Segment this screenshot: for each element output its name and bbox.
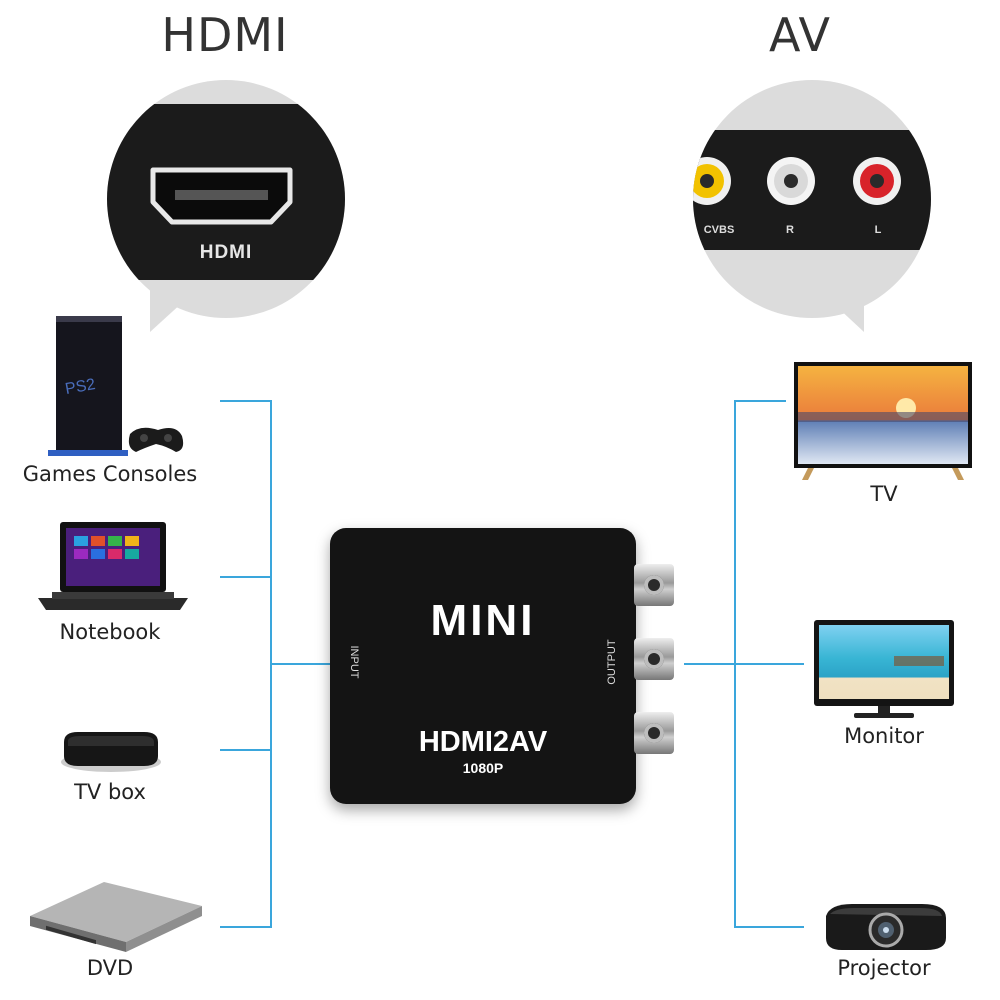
output-line-monitor bbox=[734, 663, 804, 665]
av-port-bubble: CVBS R L bbox=[693, 80, 931, 318]
converter-box: MINI INPUT OUTPUT HDMI2AV 1080P bbox=[330, 528, 636, 804]
output-line-projector bbox=[734, 926, 804, 928]
input-label-dvd: DVD bbox=[86, 956, 134, 980]
converter-rca-top bbox=[634, 564, 674, 606]
hdmi-port-icon bbox=[149, 166, 294, 231]
hdmi-port-label: HDMI bbox=[199, 242, 253, 263]
dvd-player-icon bbox=[26, 876, 206, 957]
input-label-tv-box: TV box bbox=[74, 780, 146, 804]
hdmi-port-bubble: HDMI bbox=[107, 80, 345, 318]
output-label-projector: Projector bbox=[837, 956, 931, 980]
rca-white-icon bbox=[765, 155, 817, 212]
input-label-games-consoles: Games Consoles bbox=[22, 462, 198, 486]
converter-model: HDMI2AV bbox=[418, 726, 548, 758]
converter-rca-bottom bbox=[634, 712, 674, 754]
converter-resolution: 1080P bbox=[462, 760, 504, 776]
av-port-label-cvbs: CVBS bbox=[703, 224, 735, 236]
converter-input-label: INPUT bbox=[348, 645, 360, 679]
input-line-converter bbox=[270, 663, 330, 665]
output-line-converter bbox=[684, 663, 736, 665]
laptop-icon bbox=[38, 520, 188, 617]
input-label-notebook: Notebook bbox=[59, 620, 161, 644]
converter-rca-middle bbox=[634, 638, 674, 680]
input-line-notebook bbox=[220, 576, 272, 578]
hdmi-heading: HDMI bbox=[161, 8, 289, 62]
input-line-dvd bbox=[220, 926, 272, 928]
input-line-tv-box bbox=[220, 749, 272, 751]
output-label-tv: TV bbox=[870, 482, 898, 506]
tv-box-icon bbox=[58, 728, 164, 779]
rca-red-icon bbox=[851, 155, 903, 212]
svg-text:PS2: PS2 bbox=[64, 376, 97, 398]
converter-output-label: OUTPUT bbox=[606, 639, 618, 685]
output-label-monitor: Monitor bbox=[844, 724, 924, 748]
tv-icon bbox=[794, 362, 972, 485]
av-port-label-l: L bbox=[874, 224, 882, 236]
input-line-games-consoles bbox=[220, 400, 272, 402]
rca-yellow-icon bbox=[693, 155, 733, 212]
av-heading: AV bbox=[769, 8, 831, 62]
av-port-label-r: R bbox=[786, 224, 794, 236]
game-console-icon: PS2 bbox=[48, 312, 188, 467]
converter-brand: MINI bbox=[430, 596, 536, 645]
output-line-tv bbox=[734, 400, 786, 402]
monitor-icon bbox=[814, 620, 954, 725]
projector-icon bbox=[822, 898, 950, 959]
